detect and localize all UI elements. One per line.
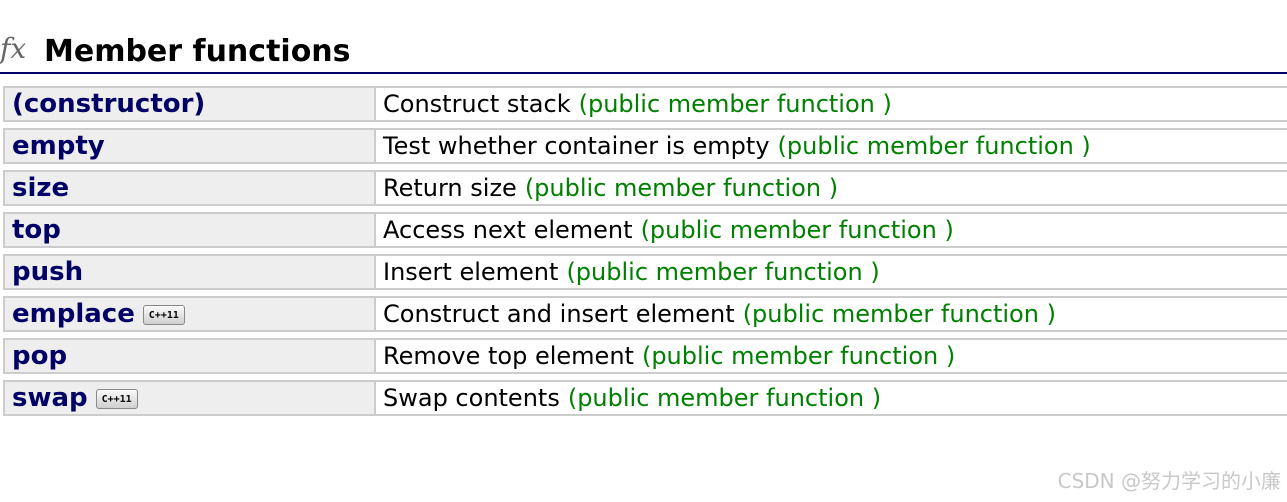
member-name-cell: empty [3,128,376,164]
member-kind: (public member function ) [742,300,1056,328]
member-kind: (public member function ) [640,216,954,244]
member-description-cell: Construct and insert element(public memb… [376,296,1287,332]
member-kind: (public member function ) [641,342,956,370]
member-kind: (public member function ) [566,258,880,286]
member-description: Test whether container is empty [383,132,770,160]
member-function-link[interactable]: top [12,215,61,245]
member-name-cell: push [3,254,376,290]
member-description-cell: Return size(public member function ) [376,170,1287,206]
member-function-link[interactable]: empty [12,131,105,161]
watermark: CSDN @努力学习的小廉 [1057,469,1281,493]
member-description: Swap contents [383,384,560,412]
member-functions-table: (constructor)Construct stack(public memb… [3,80,1287,422]
member-name-cell: pop [3,338,376,374]
member-function-link[interactable]: swap [12,383,88,413]
fx-icon: fx [0,32,27,65]
member-name-cell: swap C++11 [3,380,376,416]
member-function-link[interactable]: size [12,173,70,203]
member-description: Remove top element [383,342,634,370]
member-name-cell: top [3,212,376,248]
member-kind: (public member function ) [578,90,892,118]
table-row: (constructor) Construct stack(public memb… [3,86,1287,122]
member-description-cell: Remove top element(public member functio… [376,338,1287,374]
member-description-cell: Swap contents(public member function ) [376,380,1287,416]
member-description: Insert element [383,258,559,286]
section-header: fx Member functions [0,30,1287,74]
member-description: Return size [383,174,517,202]
cpp11-badge-icon: C++11 [142,305,185,325]
member-function-link[interactable]: emplace [12,299,135,329]
member-description: Construct and insert element [383,300,735,328]
member-description-cell: Test whether container is empty(public m… [376,128,1287,164]
member-name-cell: (constructor) [3,86,376,122]
member-description: Access next element [383,216,633,244]
member-function-link[interactable]: (constructor) [12,89,206,119]
table-row: emplace C++11 Construct and insert element… [3,296,1287,332]
member-description-cell: Insert element(public member function ) [376,254,1287,290]
table-row: push Insert element(public member functio… [3,254,1287,290]
member-function-link[interactable]: pop [12,341,68,371]
member-function-link[interactable]: push [12,257,84,287]
cpp11-badge-icon: C++11 [95,389,138,409]
member-name-cell: size [3,170,376,206]
table-row: size Return size(public member function ) [3,170,1287,206]
member-description: Construct stack [383,90,571,118]
member-description-cell: Construct stack(public member function ) [376,86,1287,122]
member-description-cell: Access next element(public member functi… [376,212,1287,248]
table-row: swap C++11 Swap contents(public member fun… [3,380,1287,416]
table-row: pop Remove top element(public member func… [3,338,1287,374]
section-title: Member functions [44,34,351,69]
member-kind: (public member function ) [777,132,1091,160]
table-row: top Access next element(public member fun… [3,212,1287,248]
member-kind: (public member function ) [524,174,839,202]
member-kind: (public member function ) [567,384,882,412]
table-row: empty Test whether container is empty(pub… [3,128,1287,164]
member-name-cell: emplace C++11 [3,296,376,332]
